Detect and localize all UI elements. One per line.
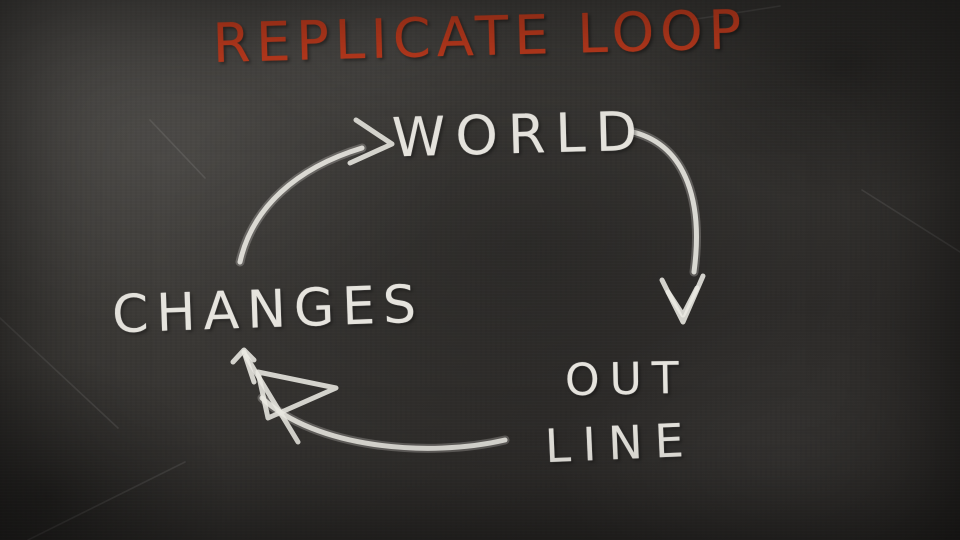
arrow-world-to-outline: [628, 127, 706, 325]
node-changes: CHANGES: [111, 274, 425, 346]
node-outline-line2: LINE: [543, 412, 697, 474]
node-world: WORLD: [391, 99, 648, 170]
arrow-outline-to-changes: [230, 347, 510, 453]
arrowhead-to-changes: [255, 369, 339, 421]
board-scratches: [0, 5, 960, 540]
arrow-changes-to-world: [235, 117, 395, 267]
node-outline-line1: OUT: [564, 352, 690, 407]
arrowhead-cross-stroke: [243, 353, 301, 445]
diagram-title: REPLICATE LOOP: [211, 0, 749, 75]
arrowhead-to-world: [347, 117, 395, 166]
